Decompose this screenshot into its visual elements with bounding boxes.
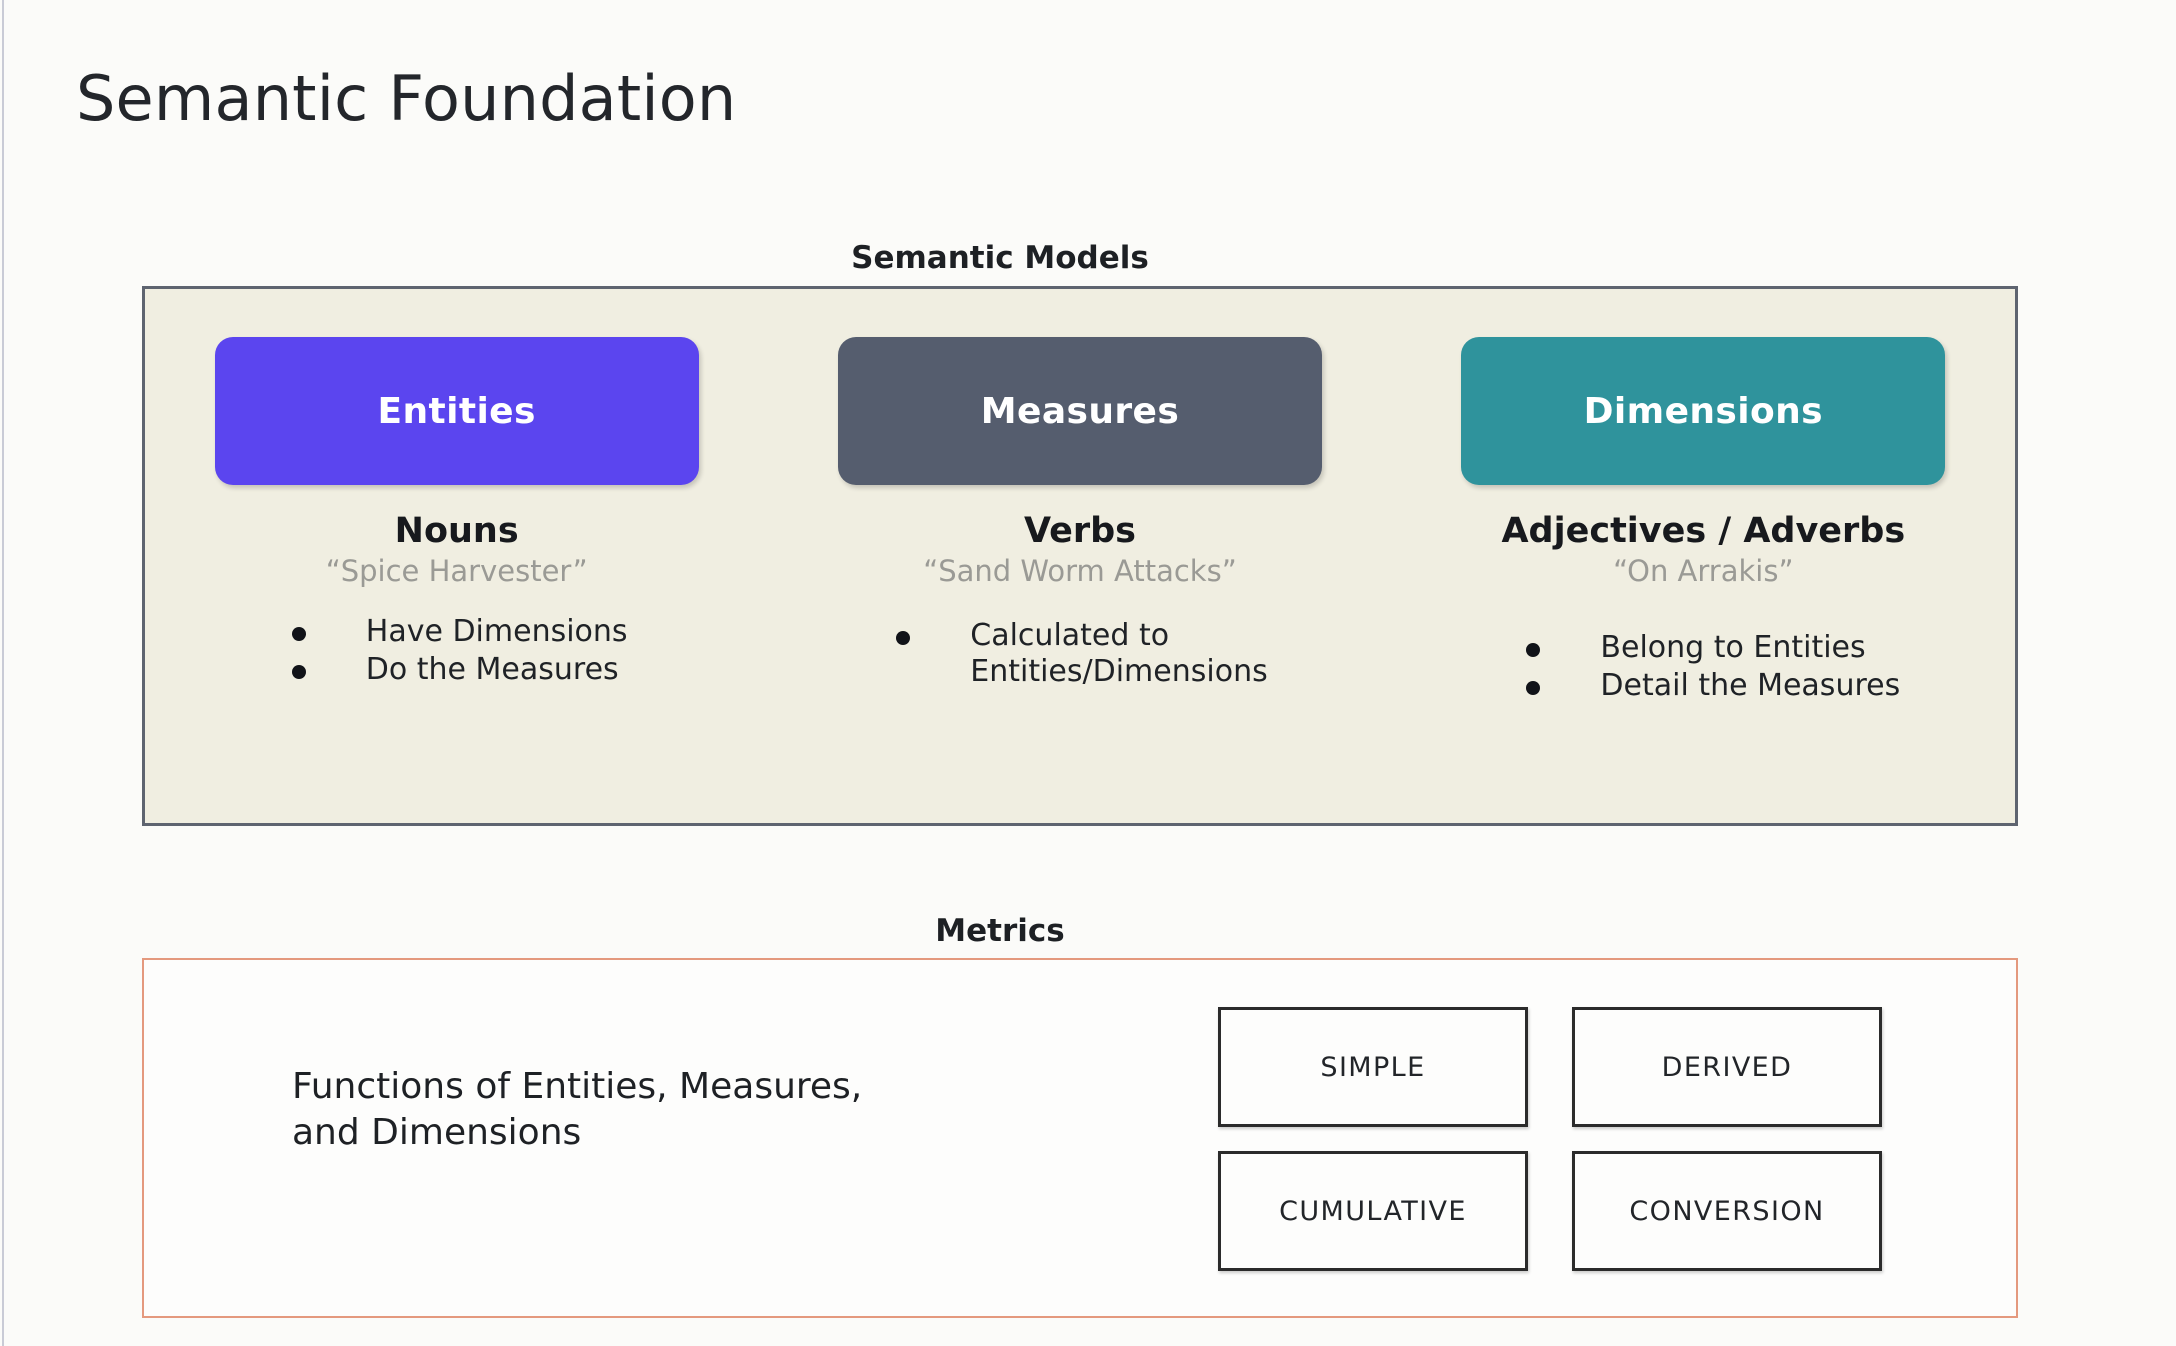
bullet-dot-icon (291, 665, 306, 680)
bullet-dot-icon (291, 626, 306, 641)
bullet-dot-icon (896, 630, 911, 645)
metrics-description: Functions of Entities, Measures, and Dim… (292, 1066, 863, 1154)
semantic-column-dimensions: Dimensions Adjectives / Adverbs “On Arra… (1392, 289, 2015, 823)
page-title: Semantic Foundation (76, 62, 737, 135)
list-item: Belong to Entities (1526, 630, 1900, 667)
semantic-models-section-label: Semantic Models (0, 240, 2176, 276)
entities-example: “Spice Harvester” (325, 553, 588, 588)
dimensions-example: “On Arrakis” (1613, 553, 1794, 588)
measures-example: “Sand Worm Attacks” (923, 553, 1237, 588)
list-item: Do the Measures (291, 652, 628, 689)
semantic-models-columns: Entities Nouns “Spice Harvester” Have Di… (145, 289, 2015, 823)
metric-type-derived[interactable]: DERIVED (1572, 1007, 1882, 1127)
entities-bullet-text: Do the Measures (365, 652, 619, 688)
semantic-models-section-label-text: Semantic Models (851, 240, 1149, 276)
entities-bullet-list: Have Dimensions Do the Measures (291, 613, 628, 691)
dimensions-pill[interactable]: Dimensions (1461, 337, 1946, 485)
bullet-dot-icon (1526, 642, 1541, 657)
measures-heading: Verbs (1023, 511, 1137, 551)
dimensions-bullet-list: Belong to Entities Detail the Measures (1526, 630, 1900, 707)
semantic-models-panel: Entities Nouns “Spice Harvester” Have Di… (142, 286, 2018, 826)
dimensions-bullet-text: Belong to Entities (1600, 629, 1866, 665)
metrics-panel: Functions of Entities, Measures, and Dim… (142, 958, 2018, 1318)
list-item: Calculated to Entities/Dimensions (896, 617, 1268, 691)
metric-type-simple[interactable]: SIMPLE (1218, 1007, 1528, 1127)
semantic-column-measures: Measures Verbs “Sand Worm Attacks” Calcu… (768, 289, 1391, 823)
metric-type-conversion[interactable]: CONVERSION (1572, 1151, 1882, 1271)
entities-pill[interactable]: Entities (214, 337, 699, 485)
semantic-column-entities: Entities Nouns “Spice Harvester” Have Di… (145, 289, 768, 823)
bullet-dot-icon (1526, 681, 1541, 696)
list-item: Have Dimensions (291, 613, 628, 651)
measures-bullet-list: Calculated to Entities/Dimensions (896, 617, 1268, 693)
metrics-type-grid: SIMPLE DERIVED CUMULATIVE CONVERSION (1218, 1007, 1882, 1271)
dimensions-heading: Adjectives / Adverbs (1501, 511, 1906, 551)
entities-bullet-text: Have Dimensions (365, 613, 628, 649)
metric-type-cumulative[interactable]: CUMULATIVE (1218, 1151, 1528, 1271)
measures-pill[interactable]: Measures (837, 337, 1322, 485)
dimensions-bullet-text: Detail the Measures (1600, 668, 1901, 704)
list-item: Detail the Measures (1526, 668, 1900, 705)
entities-heading: Nouns (394, 511, 519, 551)
page-left-edge (2, 0, 4, 1346)
metrics-section-label: Metrics (0, 913, 2176, 949)
measures-bullet-text: Calculated to Entities/Dimensions (970, 617, 1268, 690)
metrics-section-label-text: Metrics (935, 913, 1065, 949)
